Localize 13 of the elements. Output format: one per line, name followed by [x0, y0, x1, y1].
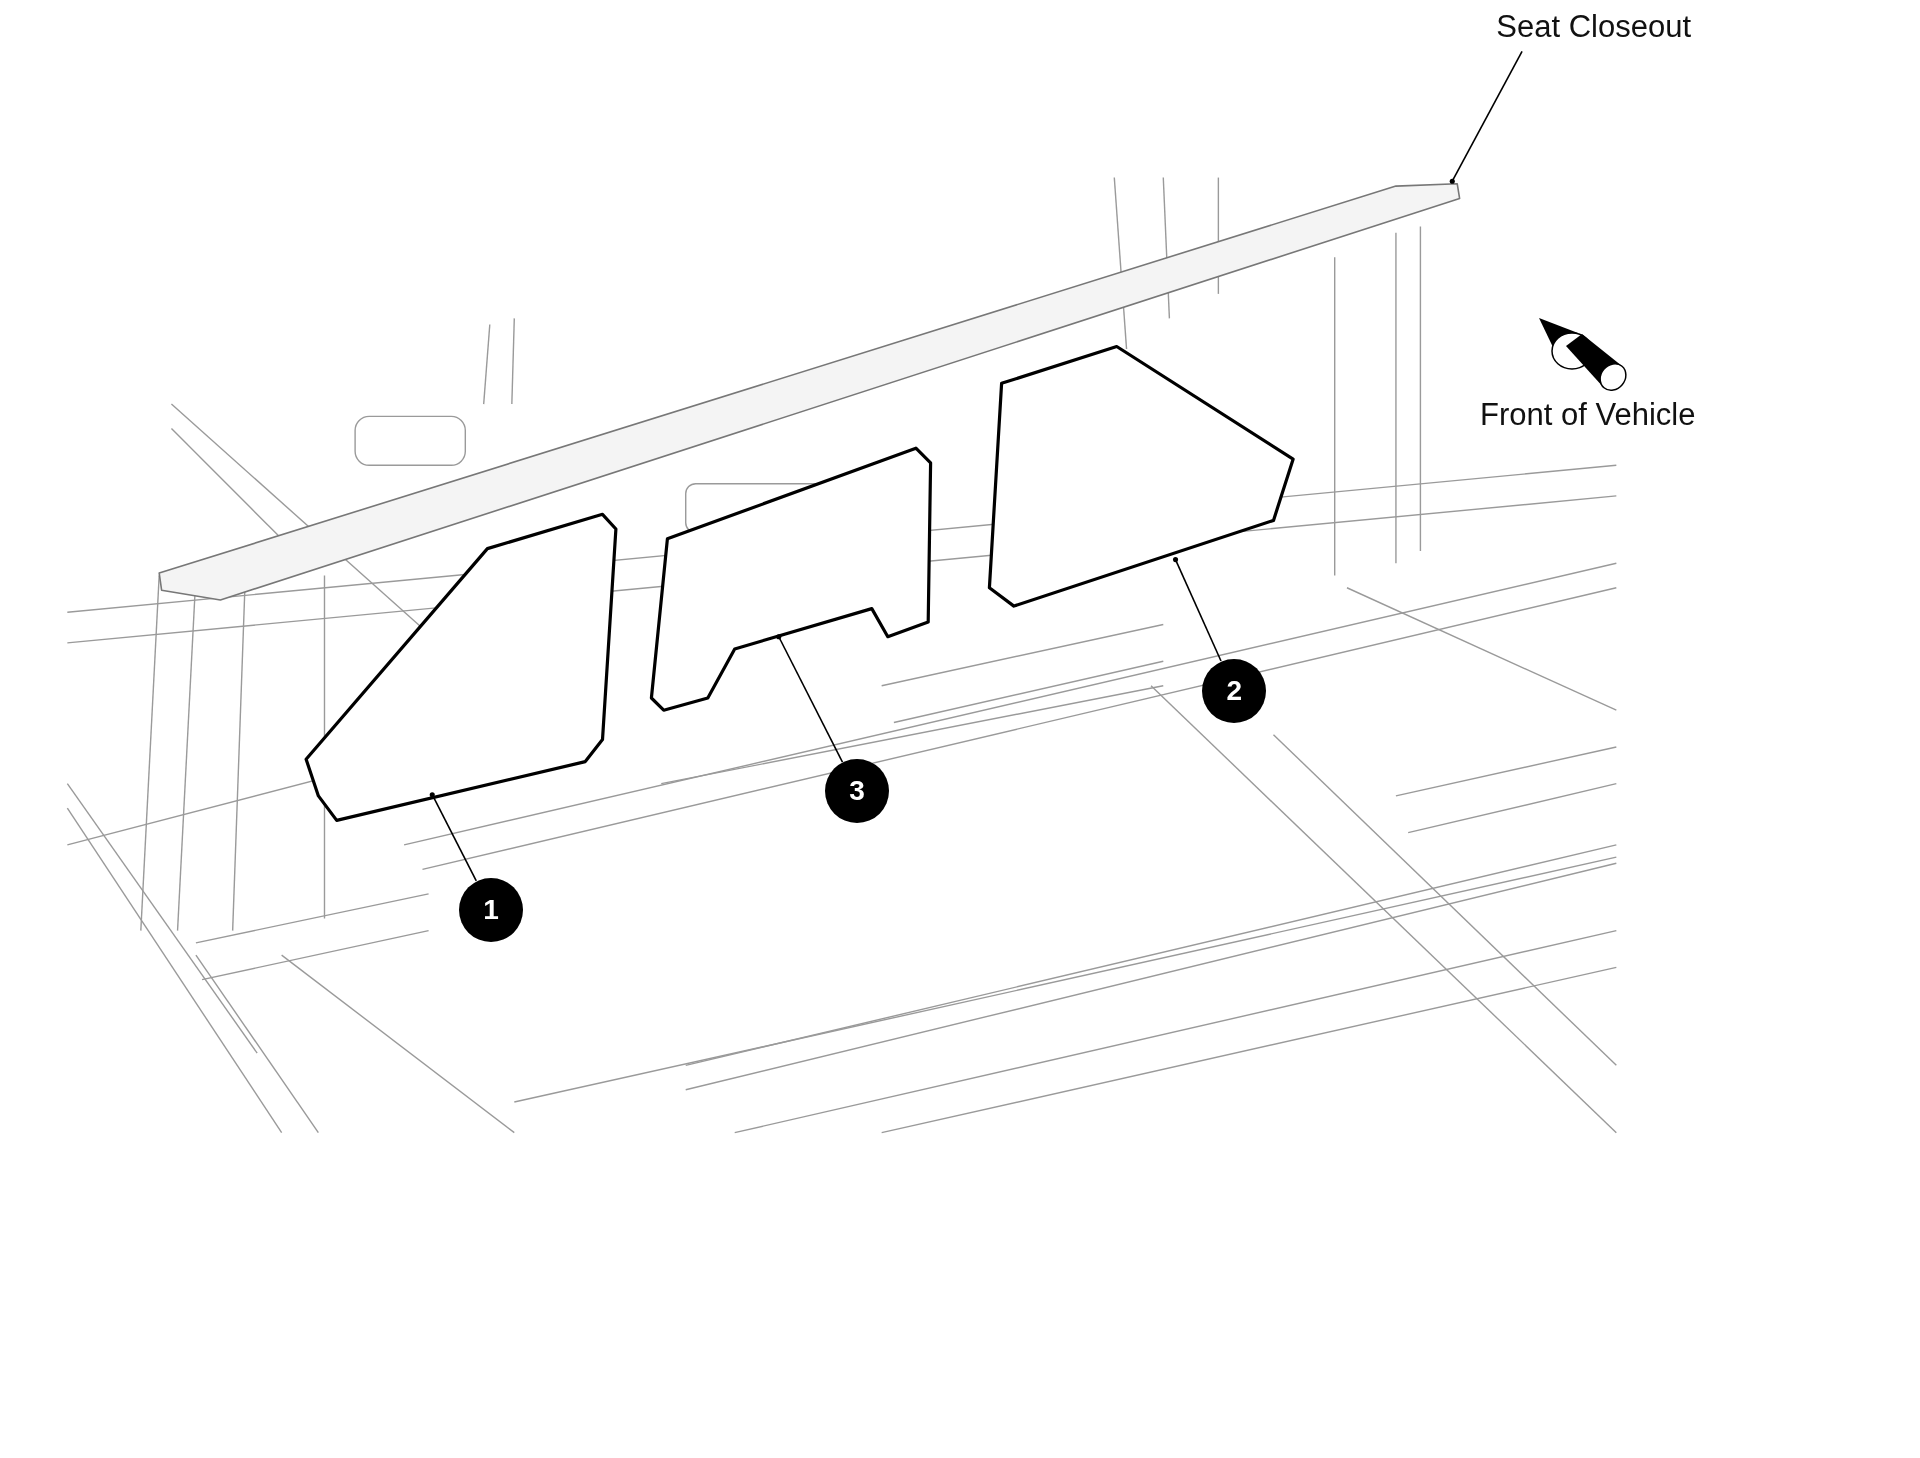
direction-label: Front of Vehicle	[1480, 398, 1696, 433]
foam-block	[649, 446, 933, 712]
part-label: Seat Closeout	[1496, 9, 1692, 44]
callout-number: 1	[459, 877, 523, 942]
foam-block	[987, 344, 1295, 608]
leader-line	[429, 792, 478, 882]
seat-closeout-rail	[158, 182, 1461, 601]
leader-line	[776, 634, 844, 763]
foam-block	[304, 512, 618, 822]
leader-line	[1449, 50, 1523, 184]
leader-line	[1172, 557, 1222, 662]
callout-number: 3	[825, 759, 890, 823]
callout-number: 2	[1202, 658, 1267, 723]
